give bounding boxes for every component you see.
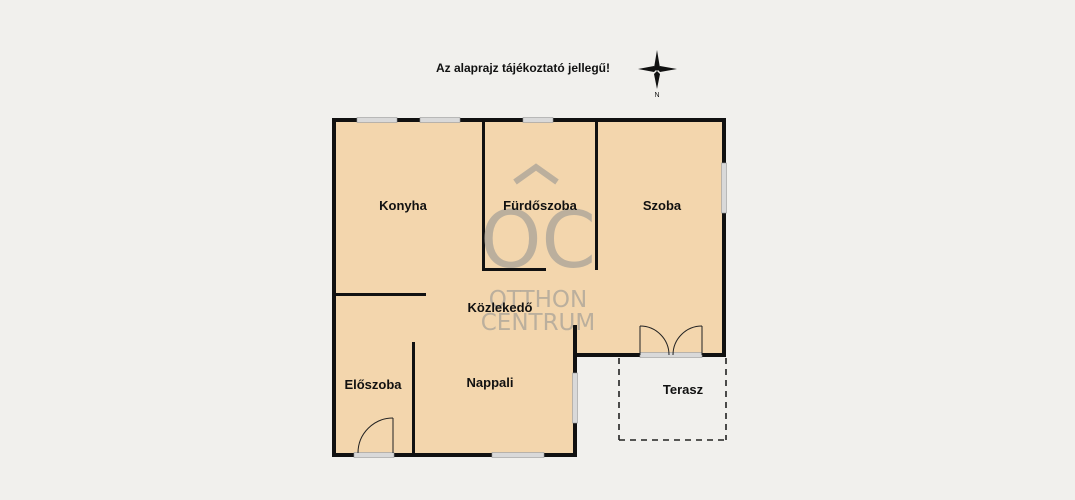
room-labels: Konyha Fürdőszoba Szoba Közlekedő Előszo…: [344, 198, 703, 397]
terrace-door-threshold: [639, 352, 703, 358]
room-label-kitchen: Konyha: [379, 198, 427, 213]
terrace-double-door: [639, 325, 703, 358]
door-swing-arc: [357, 417, 394, 454]
floor-main: [334, 120, 724, 355]
floor-area: [334, 120, 724, 455]
logo-roof-icon: [513, 163, 559, 185]
room-label-hall: Előszoba: [344, 377, 402, 392]
room-label-bedroom: Szoba: [643, 198, 682, 213]
terrace-outline: [618, 358, 727, 441]
compass-point-west: [638, 66, 657, 72]
floor-lower: [334, 350, 575, 455]
logo-line-2: CENTRUM: [481, 310, 596, 336]
wall-right: [722, 118, 726, 357]
interior-walls: [334, 120, 598, 455]
compass-rose-icon: N: [638, 50, 677, 99]
window-living-bottom: [491, 452, 545, 458]
compass-point-north: [654, 50, 660, 71]
window-living-side: [572, 372, 578, 424]
compass-letter: N: [654, 92, 659, 99]
terrace-door-arc-left: [639, 325, 670, 356]
compass-point-east: [657, 66, 677, 72]
logo-line-1: OTTHON: [489, 287, 587, 313]
windows: [353, 117, 727, 458]
logo-monogram: OC: [480, 196, 596, 286]
wall-bath-right: [595, 120, 598, 270]
room-label-corridor: Közlekedő: [467, 300, 532, 315]
terrace-door-arc-right: [672, 325, 703, 356]
otthon-centrum-logo: OC OTTHON CENTRUM: [480, 163, 596, 336]
compass-point-south: [654, 71, 660, 89]
wall-hall-right: [412, 342, 415, 455]
room-label-terrace: Terasz: [663, 382, 704, 397]
window-bedroom-side: [721, 162, 727, 214]
wall-bath-left: [482, 120, 485, 271]
entrance-door: [357, 417, 394, 454]
wall-bottom-left: [332, 453, 577, 457]
wall-left: [332, 118, 336, 457]
window-kitchen-1: [356, 117, 398, 123]
room-label-living: Nappali: [467, 375, 514, 390]
room-label-bathroom: Fürdőszoba: [503, 198, 577, 213]
wall-bath-bottom: [482, 268, 546, 271]
window-kitchen-2: [419, 117, 461, 123]
wall-kitchen-bottom: [334, 293, 426, 296]
window-hall-bottom: [353, 452, 395, 458]
window-bathroom: [522, 117, 554, 123]
disclaimer-note: Az alaprajz tájékoztató jellegű!: [436, 61, 610, 75]
